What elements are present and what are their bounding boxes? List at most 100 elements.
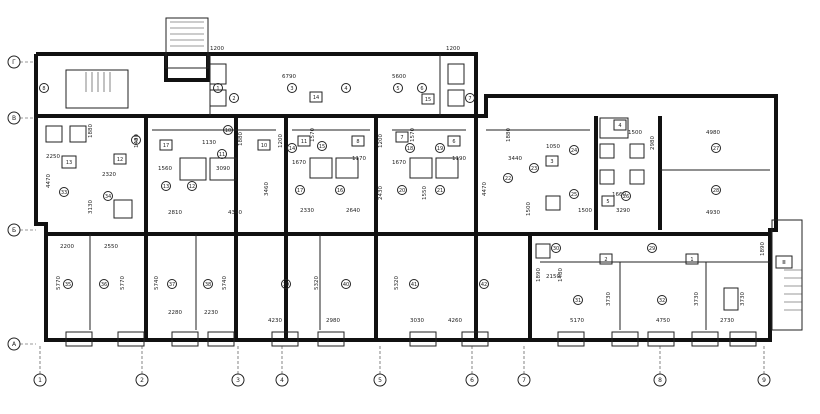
room-number: 3 [550, 159, 553, 165]
row-axis-label: А [12, 341, 17, 348]
room-circle-label: 19 [437, 146, 443, 152]
dimension-label: 2320 [102, 172, 116, 178]
dimension-label: 1880 [88, 124, 94, 138]
room-circle [657, 295, 667, 305]
dimension-label: 3030 [410, 318, 424, 324]
room-circle [39, 83, 49, 93]
dimension-label: 2640 [346, 208, 360, 214]
room-circle-label: 9 [134, 138, 137, 144]
room-circle [573, 295, 583, 305]
dimension-label: 1480 [558, 268, 564, 282]
room-circle-label: 22 [505, 176, 511, 182]
room-circle [341, 83, 351, 93]
dimension-label: 1200 [210, 46, 224, 52]
room-circle-label: 29 [649, 246, 655, 252]
dimension-label: 4980 [706, 130, 720, 136]
room-circle-label: 17 [297, 188, 303, 194]
room-circle-label: 21 [437, 188, 443, 194]
room-circle-label: 35 [65, 282, 71, 288]
room-circle-label: 40 [343, 282, 349, 288]
dimension-label: 6790 [282, 74, 296, 80]
room-number: 10 [261, 143, 267, 149]
room-circle-label: 32 [659, 298, 665, 304]
dimension-label: 3440 [508, 156, 522, 162]
column-axis-label: 1 [38, 377, 42, 384]
column-axis-label: 9 [762, 377, 766, 384]
room-circle-label: 41 [411, 282, 417, 288]
dimension-label: 3090 [216, 166, 230, 172]
dimension-label: 1050 [546, 144, 560, 150]
dimension-label: 2230 [204, 310, 218, 316]
dimension-label: 2810 [168, 210, 182, 216]
dimension-label: 3730 [740, 292, 746, 306]
room-circle-label: 1 [216, 86, 219, 92]
room-circle-label: 7 [468, 96, 471, 102]
dimension-label: 5770 [56, 276, 62, 290]
dimension-label: 1670 [292, 160, 306, 166]
room-circle-label: 38 [205, 282, 211, 288]
room-circle-label: 18 [407, 146, 413, 152]
room-circle [59, 187, 69, 197]
room-circle-label: 36 [101, 282, 107, 288]
room-number: 7 [400, 135, 403, 141]
room-number: 4 [618, 123, 621, 129]
dimension-label: 2150 [546, 274, 560, 280]
room-circle-label: 39 [283, 282, 289, 288]
dimension-label: 1170 [352, 156, 366, 162]
room-circle [203, 279, 213, 289]
dimension-label: 1200 [378, 134, 384, 148]
dimension-label: 1130 [202, 140, 216, 146]
dimension-label: 3730 [694, 292, 700, 306]
outer-walls [34, 17, 803, 342]
room-circle-label: 20 [399, 188, 405, 194]
room-circle-label: 5 [396, 86, 399, 92]
dimension-label: 5770 [120, 276, 126, 290]
dimension-label: 1890 [536, 268, 542, 282]
room-circle-label: 25 [571, 192, 577, 198]
room-circle-label: 31 [575, 298, 581, 304]
dimension-label: 2980 [326, 318, 340, 324]
dimension-label: 5740 [154, 276, 160, 290]
room-circle [131, 135, 141, 145]
column-axis-label: 2 [140, 377, 144, 384]
room-circle [435, 143, 445, 153]
dimension-label: 5320 [394, 276, 400, 290]
room-circle [711, 185, 721, 195]
dimension-label: 1190 [452, 156, 466, 162]
room-circle [63, 279, 73, 289]
row-axis-label: Б [12, 227, 16, 234]
dimension-label: 5600 [392, 74, 406, 80]
dimension-label: 1500 [628, 130, 642, 136]
room-circle [409, 279, 419, 289]
room-circle [229, 93, 239, 103]
row-axis-label: Г [12, 59, 16, 66]
room-circle-label: 24 [571, 148, 577, 154]
dimension-label: 1500 [578, 208, 592, 214]
room-number: 12 [117, 157, 123, 163]
room-number: 15 [425, 97, 431, 103]
room-circle-label: 4 [344, 86, 347, 92]
room-circle [341, 279, 351, 289]
dimension-label: 1880 [238, 132, 244, 146]
dimension-label: 4340 [228, 210, 242, 216]
column-axis-label: 8 [658, 377, 662, 384]
stairs-right [784, 269, 802, 311]
room-circle [287, 143, 297, 153]
room-circle-label: 11 [219, 152, 225, 158]
dimension-label: 1660 [612, 192, 626, 198]
room-circle-label: 3 [290, 86, 293, 92]
room-circle [465, 93, 475, 103]
room-circle [479, 279, 489, 289]
room-circle-label: 34 [105, 194, 111, 200]
interior-walls [36, 54, 770, 340]
room-circle [621, 191, 631, 201]
room-circle [99, 279, 109, 289]
room-circle [295, 185, 305, 195]
room-circle [103, 191, 113, 201]
column-axis-label: 5 [378, 377, 382, 384]
room-circle [569, 145, 579, 155]
dimension-label: 3730 [606, 292, 612, 306]
fixtures [45, 63, 739, 311]
room-circle [393, 83, 403, 93]
